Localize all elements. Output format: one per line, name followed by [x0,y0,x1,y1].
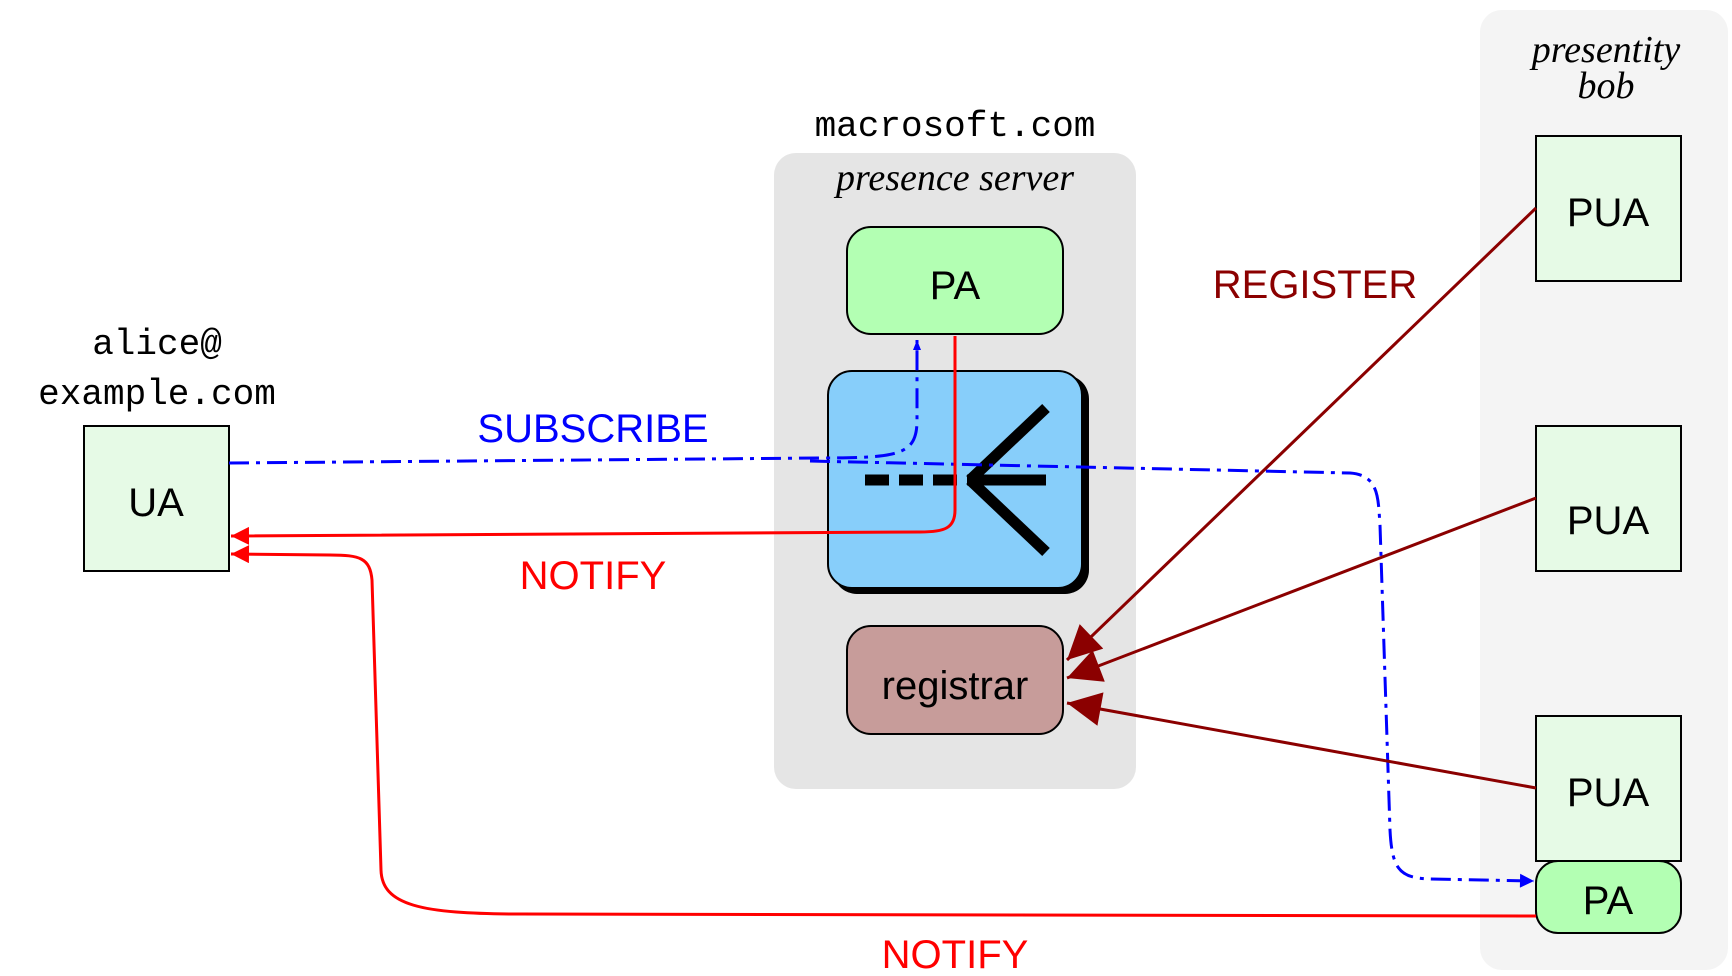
register-arrow-3 [1066,692,1537,790]
pua-label-2: PUA [1567,499,1650,543]
pua-label-1: PUA [1567,191,1650,235]
server-caption: presence server [833,157,1074,199]
server-pa-node [846,226,1064,335]
register-arrow-2 [1066,496,1537,682]
pua-label-3: PUA [1567,771,1650,815]
subscribe-label: SUBSCRIBE [477,407,708,451]
client-domain-line2: example.com [38,374,276,415]
notify-from-server-pa-arrow [230,336,957,545]
notify-device-label: NOTIFY [882,933,1029,976]
device-pa-node [1535,860,1682,934]
pua-node-1 [1535,135,1682,282]
subscribe-to-device-pa-arrow [809,459,1535,888]
presentity-label-line2: bob [1578,65,1635,107]
presentity-label-line1: presentity [1529,29,1681,71]
registrar-node [846,625,1064,735]
register-arrow-1 [1065,206,1538,662]
proxy-fork-icon [865,404,1050,556]
notify-from-device-pa-arrow [230,545,1537,918]
registrar-label: registrar [882,664,1029,708]
register-label: REGISTER [1213,263,1417,307]
ua-node [83,425,230,572]
notify-server-label: NOTIFY [520,554,667,598]
client-domain-line1: alice@ [92,324,222,365]
server-domain-label: macrosoft.com [815,106,1096,147]
pua-node-3 [1535,715,1682,862]
device-pa-label: PA [1583,879,1634,923]
pua-node-2 [1535,425,1682,572]
ua-label: UA [128,481,184,525]
server-pa-label: PA [930,264,981,308]
